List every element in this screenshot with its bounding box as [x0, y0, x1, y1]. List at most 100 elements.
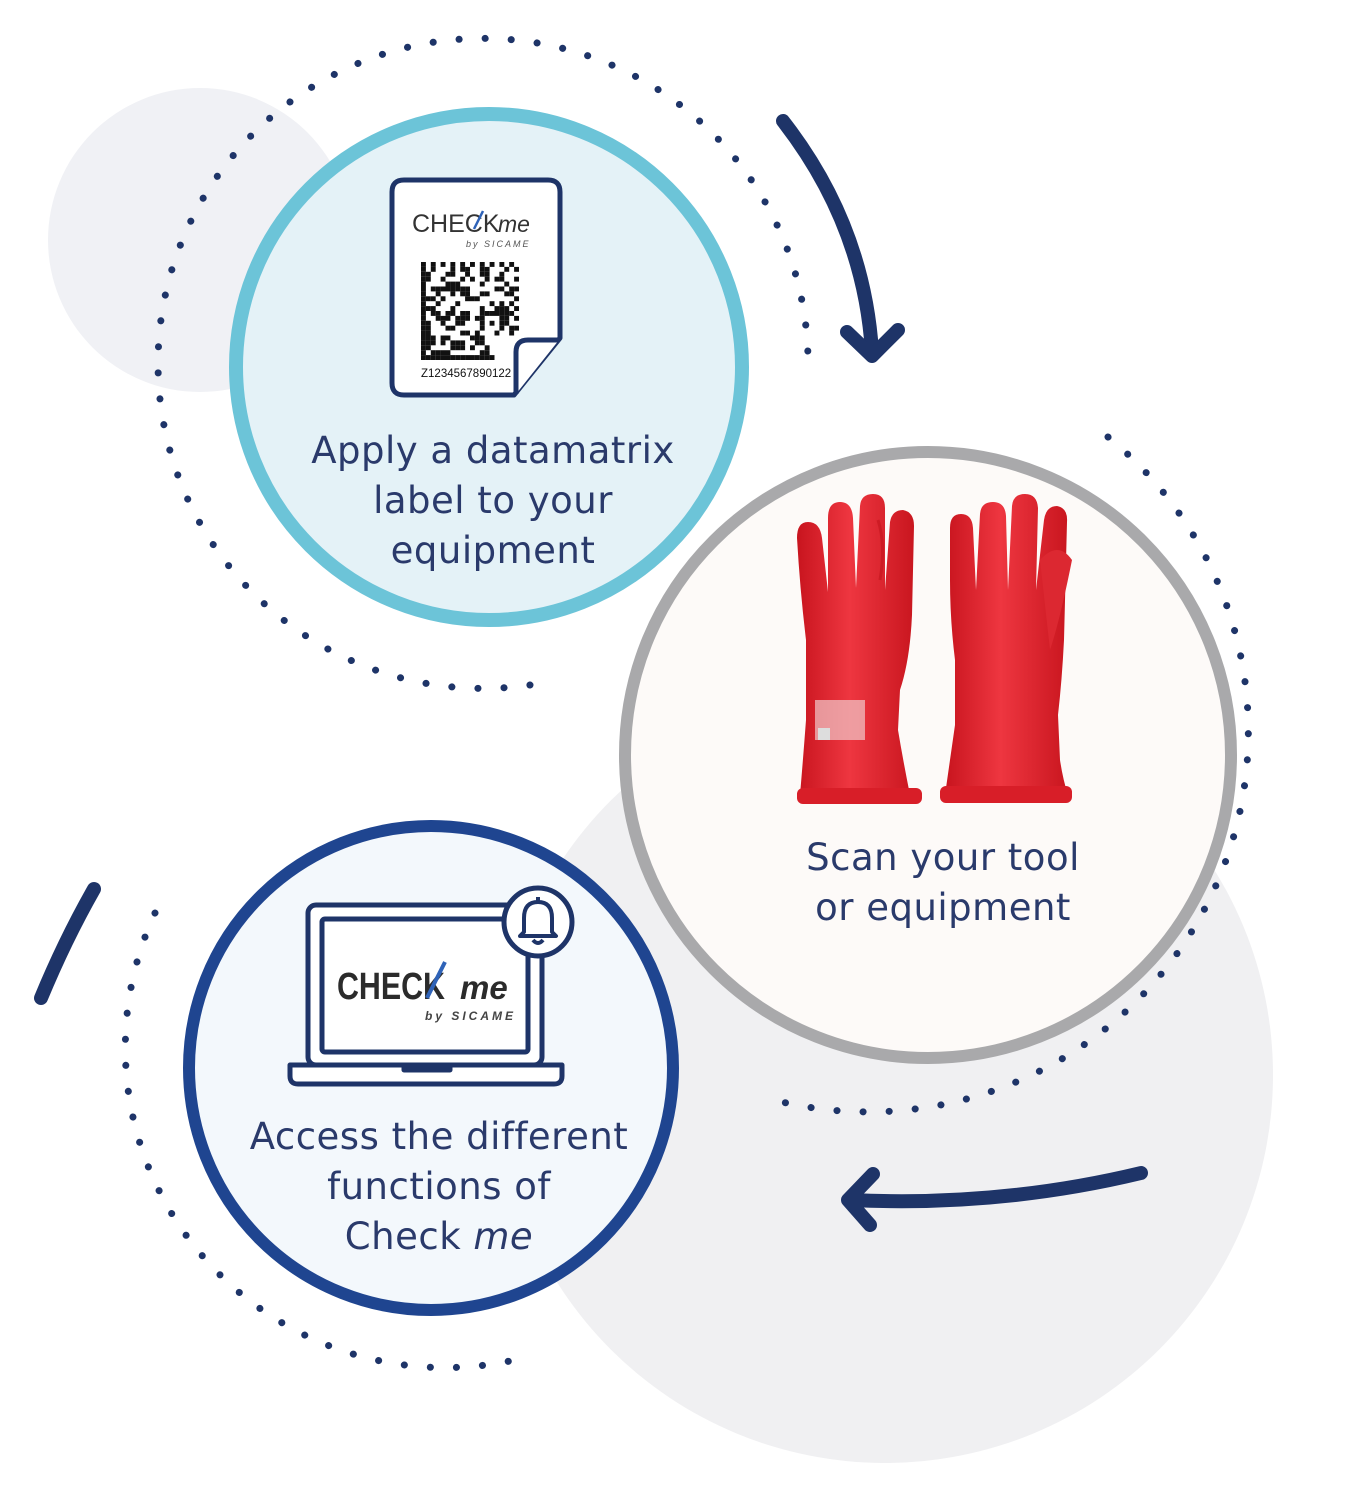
datamatrix-cell — [430, 296, 436, 302]
datamatrix-cell — [470, 276, 475, 282]
datamatrix-cell — [479, 340, 485, 346]
datamatrix-cell — [430, 311, 436, 316]
datamatrix-label-icon: CHECK me by SICAME Z1234567890122 — [389, 177, 563, 398]
datamatrix-cell — [450, 281, 456, 287]
datamatrix-cell — [430, 306, 436, 311]
datamatrix-cell — [499, 271, 505, 277]
arc-stroke-icon — [34, 882, 101, 1005]
datamatrix-cell — [421, 355, 426, 360]
step-access-functions: CHECK me by SICAME — [183, 820, 679, 1316]
datamatrix-cell — [455, 340, 461, 346]
datamatrix-cell — [514, 266, 519, 272]
datamatrix-cell — [445, 325, 451, 331]
datamatrix-cell — [460, 315, 466, 321]
datamatrix-cell — [465, 315, 470, 321]
datamatrix-cell — [509, 262, 515, 267]
datamatrix-cell — [440, 276, 446, 282]
datamatrix-cell — [435, 286, 441, 292]
step-3-caption: Access the different functions of Check … — [224, 1112, 654, 1262]
datamatrix-cell — [421, 306, 426, 311]
datamatrix-cell — [425, 335, 431, 341]
datamatrix-cell — [440, 355, 446, 360]
datamatrix-cell — [479, 311, 485, 316]
datamatrix-cell — [479, 335, 485, 341]
datamatrix-cell — [460, 320, 466, 326]
datamatrix-cell — [425, 340, 431, 346]
datamatrix-cell — [494, 276, 500, 282]
datamatrix-cell — [474, 355, 480, 360]
step-3-line-1: Access the different — [249, 1115, 629, 1158]
datamatrix-cell — [445, 335, 451, 341]
datamatrix-cell — [465, 355, 470, 360]
datamatrix-cell — [465, 291, 470, 297]
datamatrix-cell — [484, 311, 490, 316]
left-glove — [797, 494, 922, 804]
datamatrix-cell — [445, 286, 451, 292]
datamatrix-cell — [421, 286, 426, 292]
datamatrix-cell — [465, 266, 470, 272]
datamatrix-cell — [474, 335, 480, 341]
datamatrix-cell — [460, 276, 466, 282]
bell-icon — [518, 897, 558, 945]
datamatrix-cell — [421, 335, 426, 341]
step-apply-label: CHECK me by SICAME Z1234567890122 — [229, 107, 749, 627]
datamatrix-cell — [460, 345, 466, 351]
datamatrix-cell — [514, 286, 519, 292]
label-logo-brand: CHECK — [412, 210, 500, 238]
datamatrix-cell — [460, 262, 466, 267]
datamatrix-cell — [450, 311, 456, 316]
datamatrix-cell — [450, 262, 456, 267]
datamatrix-cell — [460, 355, 466, 360]
datamatrix-cell — [430, 286, 436, 292]
datamatrix-cell — [514, 325, 519, 331]
datamatrix-cell — [440, 320, 446, 326]
datamatrix-cell — [494, 330, 500, 336]
datamatrix-cell — [421, 350, 426, 356]
insulating-gloves-image — [797, 494, 1072, 804]
datamatrix-cell — [470, 355, 475, 360]
arrow-left-icon — [841, 1166, 1148, 1232]
datamatrix-cell — [470, 262, 475, 267]
datamatrix-cell — [460, 266, 466, 272]
datamatrix-cell — [479, 350, 485, 356]
datamatrix-code — [421, 262, 519, 360]
datamatrix-cell — [509, 291, 515, 297]
datamatrix-cell — [450, 325, 456, 331]
datamatrix-cell — [494, 286, 500, 292]
step-scan-tool — [619, 446, 1237, 1064]
datamatrix-cell — [421, 271, 426, 277]
datamatrix-cell — [514, 315, 519, 321]
datamatrix-cell — [450, 266, 456, 272]
right-glove — [940, 494, 1072, 803]
datamatrix-cell — [474, 330, 480, 336]
datamatrix-cell — [440, 262, 446, 267]
datamatrix-cell — [460, 286, 466, 292]
datamatrix-cell — [421, 320, 426, 326]
dotted-orbit-left — [121, 909, 531, 1372]
datamatrix-cell — [455, 355, 461, 360]
datamatrix-cell — [430, 262, 436, 267]
label-code-number: Z1234567890122 — [421, 368, 511, 380]
dotted-orbit-top — [154, 34, 812, 692]
datamatrix-cell — [425, 320, 431, 326]
datamatrix-cell — [479, 306, 485, 311]
datamatrix-cell — [445, 315, 451, 321]
datamatrix-cell — [455, 345, 461, 351]
datamatrix-cell — [421, 262, 426, 267]
datamatrix-cell — [421, 340, 426, 346]
datamatrix-cell — [499, 311, 505, 316]
datamatrix-cell — [474, 296, 480, 302]
step-1-line-3: equipment — [390, 529, 596, 572]
datamatrix-cell — [479, 291, 485, 297]
datamatrix-cell — [425, 355, 431, 360]
datamatrix-cell — [499, 315, 505, 321]
datamatrix-cell — [489, 355, 495, 360]
datamatrix-cell — [455, 281, 461, 287]
datamatrix-cell — [465, 330, 470, 336]
datamatrix-cell — [450, 355, 456, 360]
datamatrix-cell — [474, 340, 480, 346]
step-3-line-2: functions of — [327, 1165, 551, 1208]
datamatrix-cell — [435, 350, 441, 356]
datamatrix-cell — [440, 315, 446, 321]
